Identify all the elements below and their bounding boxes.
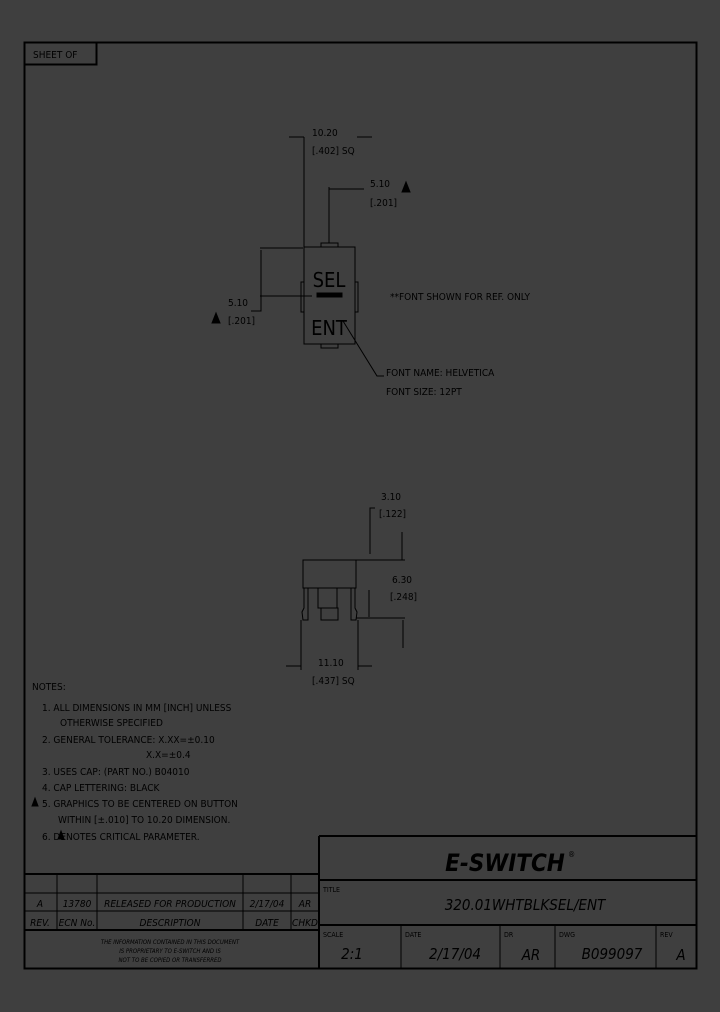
cap-text-bottom: ENT <box>311 316 348 340</box>
drawing-line <box>369 507 375 554</box>
drawing-line <box>317 588 338 609</box>
ecn-cell: 13780 <box>63 899 92 910</box>
scale-label: SCALE <box>323 931 343 939</box>
dim-vertical-inch: [.201] <box>228 316 255 327</box>
tab-left <box>300 281 305 313</box>
drawing-line <box>301 588 309 621</box>
side-view: 3.10 [.122] 6.30 [.248] 11.10 [.437] SQ <box>286 492 417 687</box>
dwg-label: DWG <box>559 931 575 939</box>
registered-mark: ® <box>568 850 575 859</box>
dim-height: 6.30 <box>392 575 412 586</box>
drawing-title: 320.01WHTBLKSEL/ENT <box>445 896 607 914</box>
tab-right <box>354 281 359 313</box>
sheet-box <box>23 41 98 66</box>
rev-label: REV <box>660 931 673 939</box>
dim-top-inch: [.122] <box>379 509 406 520</box>
header-date: DATE <box>255 918 279 929</box>
tab-top <box>320 242 339 248</box>
dim-height-inch: [.248] <box>390 592 417 603</box>
note-line: 5. GRAPHICS TO BE CENTERED ON BUTTON <box>42 799 238 810</box>
dim-center-inch: [.201] <box>370 198 397 209</box>
note-line: 2. GENERAL TOLERANCE: X.XX=±0.10 <box>42 735 215 746</box>
dim-width-inch: [.402] SQ <box>312 146 355 157</box>
dr-value: AR <box>521 946 541 964</box>
critical-triangle-icon <box>31 796 39 807</box>
drawing-line <box>320 607 339 621</box>
proprietary-notice: NOT TO BE COPIED OR TRANSFERRED <box>118 957 221 964</box>
critical-triangle-icon <box>211 311 221 324</box>
note-line: 6. DENOTES CRITICAL PARAMETER. <box>42 832 200 843</box>
e-switch-logo: E-SWITCH <box>445 849 565 877</box>
proprietary-notice: IS PROPRIETARY TO E-SWITCH AND IS <box>119 948 221 955</box>
dim-side-width-inch: [.437] SQ <box>312 676 355 687</box>
scale-value: 2:1 <box>341 945 363 963</box>
dwg-value: B099097 <box>582 945 643 963</box>
sheet-border <box>23 41 698 970</box>
font-name-note: FONT NAME: HELVETICA <box>386 368 495 379</box>
chkd-cell: AR <box>298 899 311 910</box>
notes-heading: NOTES: <box>32 682 66 693</box>
header-description: DESCRIPTION <box>140 918 201 929</box>
proprietary-notice: THE INFORMATION CONTAINED IN THIS DOCUME… <box>101 939 240 946</box>
header-ecn: ECN No. <box>59 918 96 929</box>
cap-bar <box>316 292 343 298</box>
note-line: OTHERWISE SPECIFIED <box>60 718 163 729</box>
note-line: X.X=±0.4 <box>146 750 191 761</box>
dim-side-width: 11.10 <box>318 658 344 669</box>
tab-bottom <box>320 343 339 349</box>
drawing-line <box>350 588 358 621</box>
note-line: 4. CAP LETTERING: BLACK <box>42 783 161 794</box>
description-cell: RELEASED FOR PRODUCTION <box>104 899 236 910</box>
dim-center: 5.10 <box>370 179 390 190</box>
rev-value: A <box>675 946 685 964</box>
drawing-line <box>251 250 262 312</box>
dim-vertical: 5.10 <box>228 298 248 309</box>
dim-top: 3.10 <box>381 492 401 503</box>
notes: NOTES: 1. ALL DIMENSIONS IN MM [INCH] UN… <box>31 682 238 843</box>
date-label: DATE <box>405 931 421 939</box>
title-label: TITLE <box>322 886 340 894</box>
note-line: 3. USES CAP: (PART NO.) B04010 <box>42 767 190 778</box>
note-line: WITHIN [±.010] TO 10.20 DIMENSION. <box>58 815 230 826</box>
header-rev: REV. <box>30 918 50 929</box>
header-chkd: CHKD <box>292 918 318 929</box>
drawing-line <box>342 320 384 377</box>
rev-cell: A <box>36 899 43 910</box>
revision-table: A 13780 RELEASED FOR PRODUCTION 2/17/04 … <box>24 873 319 964</box>
date-cell: 2/17/04 <box>250 899 285 910</box>
font-note: **FONT SHOWN FOR REF. ONLY <box>390 292 530 303</box>
cap-text-top: SEL <box>313 268 346 292</box>
title-block: E-SWITCH ® TITLE 320.01WHTBLKSEL/ENT SCA… <box>318 835 697 968</box>
critical-triangle-icon <box>57 829 65 840</box>
top-view: SEL ENT 10.20 [.402] SQ 5.10 [.201] 5.10… <box>211 128 530 398</box>
note-line: 1. ALL DIMENSIONS IN MM [INCH] UNLESS <box>42 703 232 714</box>
dim-width: 10.20 <box>312 128 338 139</box>
sheet-label: SHEET OF <box>33 50 77 61</box>
drawing-line <box>302 559 357 589</box>
critical-triangle-icon <box>401 180 411 193</box>
font-size-note: FONT SIZE: 12PT <box>386 387 462 398</box>
date-value: 2/17/04 <box>429 945 481 963</box>
dr-label: DR <box>504 931 514 939</box>
